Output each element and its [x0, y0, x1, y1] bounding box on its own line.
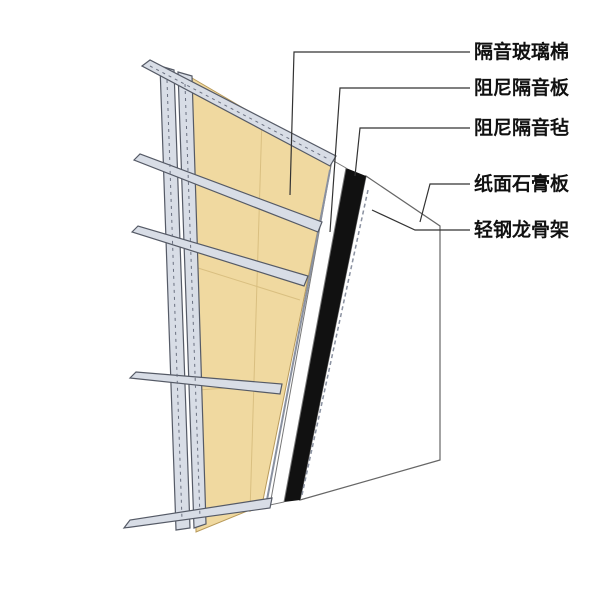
- label-steel-frame: 轻钢龙骨架: [474, 219, 570, 241]
- damping-felt-layer: [284, 168, 366, 502]
- label-glass-wool: 隔音玻璃棉: [474, 41, 570, 63]
- steel-frame: [122, 59, 337, 531]
- stud-perforations: [149, 65, 331, 521]
- damping-board-layer: [269, 159, 347, 506]
- label-damping-board: 阻尼隔音板: [474, 77, 570, 99]
- label-damping-felt: 阻尼隔音毡: [474, 117, 570, 139]
- leader-lines: [289, 51, 470, 233]
- label-gypsum-board: 纸面石膏板: [474, 173, 570, 195]
